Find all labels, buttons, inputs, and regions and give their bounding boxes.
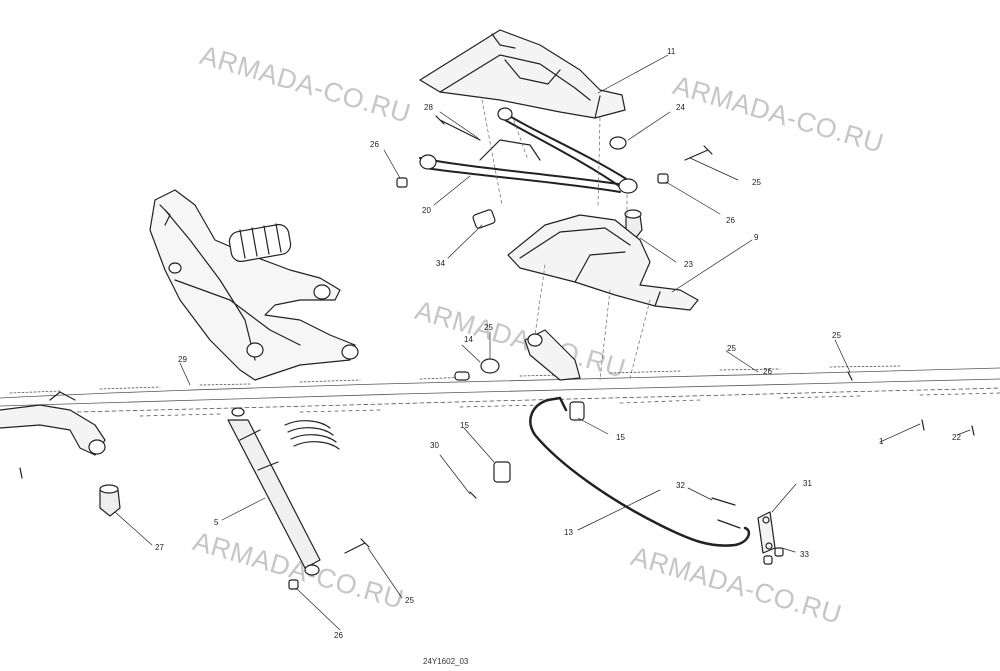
callout-15-right: 15 — [616, 433, 625, 442]
part-1-screw — [921, 419, 925, 431]
callout-24: 24 — [676, 103, 685, 112]
part-center-link — [524, 329, 581, 381]
part-33-nuts — [763, 547, 784, 565]
part-20-upper-a-arm — [419, 107, 638, 194]
part-9-lower-skid-plate — [507, 214, 699, 311]
part-25-bolt-upper-right — [684, 145, 713, 161]
part-26-nut-lower — [288, 579, 299, 590]
callout-26-mid-right: 26 — [763, 367, 772, 376]
part-26-nut-right — [657, 173, 669, 184]
part-26-bolt-far-right — [847, 371, 853, 381]
part-32-bolt — [711, 497, 741, 529]
callout-20: 20 — [422, 206, 431, 215]
callout-27: 27 — [155, 543, 164, 552]
part-30-bolt — [469, 491, 477, 499]
callout-29: 29 — [178, 355, 187, 364]
part-15-sway-bar-bushing — [493, 401, 585, 483]
part-knuckle-left — [0, 391, 106, 456]
part-22-screw — [971, 425, 975, 436]
callout-34: 34 — [436, 259, 445, 268]
scan-tear-band — [0, 365, 1000, 421]
callout-15-left: 15 — [460, 421, 469, 430]
callout-28: 28 — [424, 103, 433, 112]
callout-26-right: 26 — [726, 216, 735, 225]
left-suspension-assembly — [149, 189, 359, 381]
part-25-bolt-lower — [344, 538, 370, 554]
part-13-sway-bar — [529, 398, 751, 547]
part-11-upper-skid-plate — [419, 29, 626, 119]
part-24-circlip — [609, 136, 627, 150]
callout-11: 11 — [667, 47, 676, 56]
drawing-code: 24Y1602_03 — [423, 657, 469, 666]
callout-30: 30 — [430, 441, 439, 450]
callout-25-far-right: 25 — [832, 331, 841, 340]
part-14-bushing — [454, 358, 500, 381]
part-31-end-link — [757, 511, 776, 554]
callout-25-center: 25 — [484, 323, 493, 332]
part-34-bracket — [472, 209, 496, 229]
callout-26-lower: 26 — [334, 631, 343, 640]
callout-33: 33 — [800, 550, 809, 559]
part-28-bolt — [435, 115, 481, 141]
callout-25-upper-right: 25 — [752, 178, 761, 187]
callout-1: 1 — [879, 437, 884, 446]
part-13-sway-bar-end — [546, 396, 568, 412]
callout-25-lower: 25 — [405, 596, 414, 605]
part-5-shock-absorber — [227, 407, 321, 576]
callout-25-mid-right: 25 — [727, 344, 736, 353]
part-shock-spring — [284, 420, 340, 450]
callout-13: 13 — [564, 528, 573, 537]
callout-14: 14 — [464, 335, 473, 344]
callout-32: 32 — [676, 481, 685, 490]
callout-22: 22 — [952, 433, 961, 442]
part-27-ball-joint — [99, 484, 121, 517]
assembly-guide-lines — [481, 99, 651, 381]
callout-5: 5 — [214, 518, 219, 527]
callout-23: 23 — [684, 260, 693, 269]
leader-lines — [114, 54, 971, 631]
part-small-screw-left — [19, 467, 23, 479]
callout-31: 31 — [803, 479, 812, 488]
callout-26-upper-left: 26 — [370, 140, 379, 149]
part-26-nut-upper-left — [396, 177, 408, 188]
callout-9: 9 — [754, 233, 759, 242]
